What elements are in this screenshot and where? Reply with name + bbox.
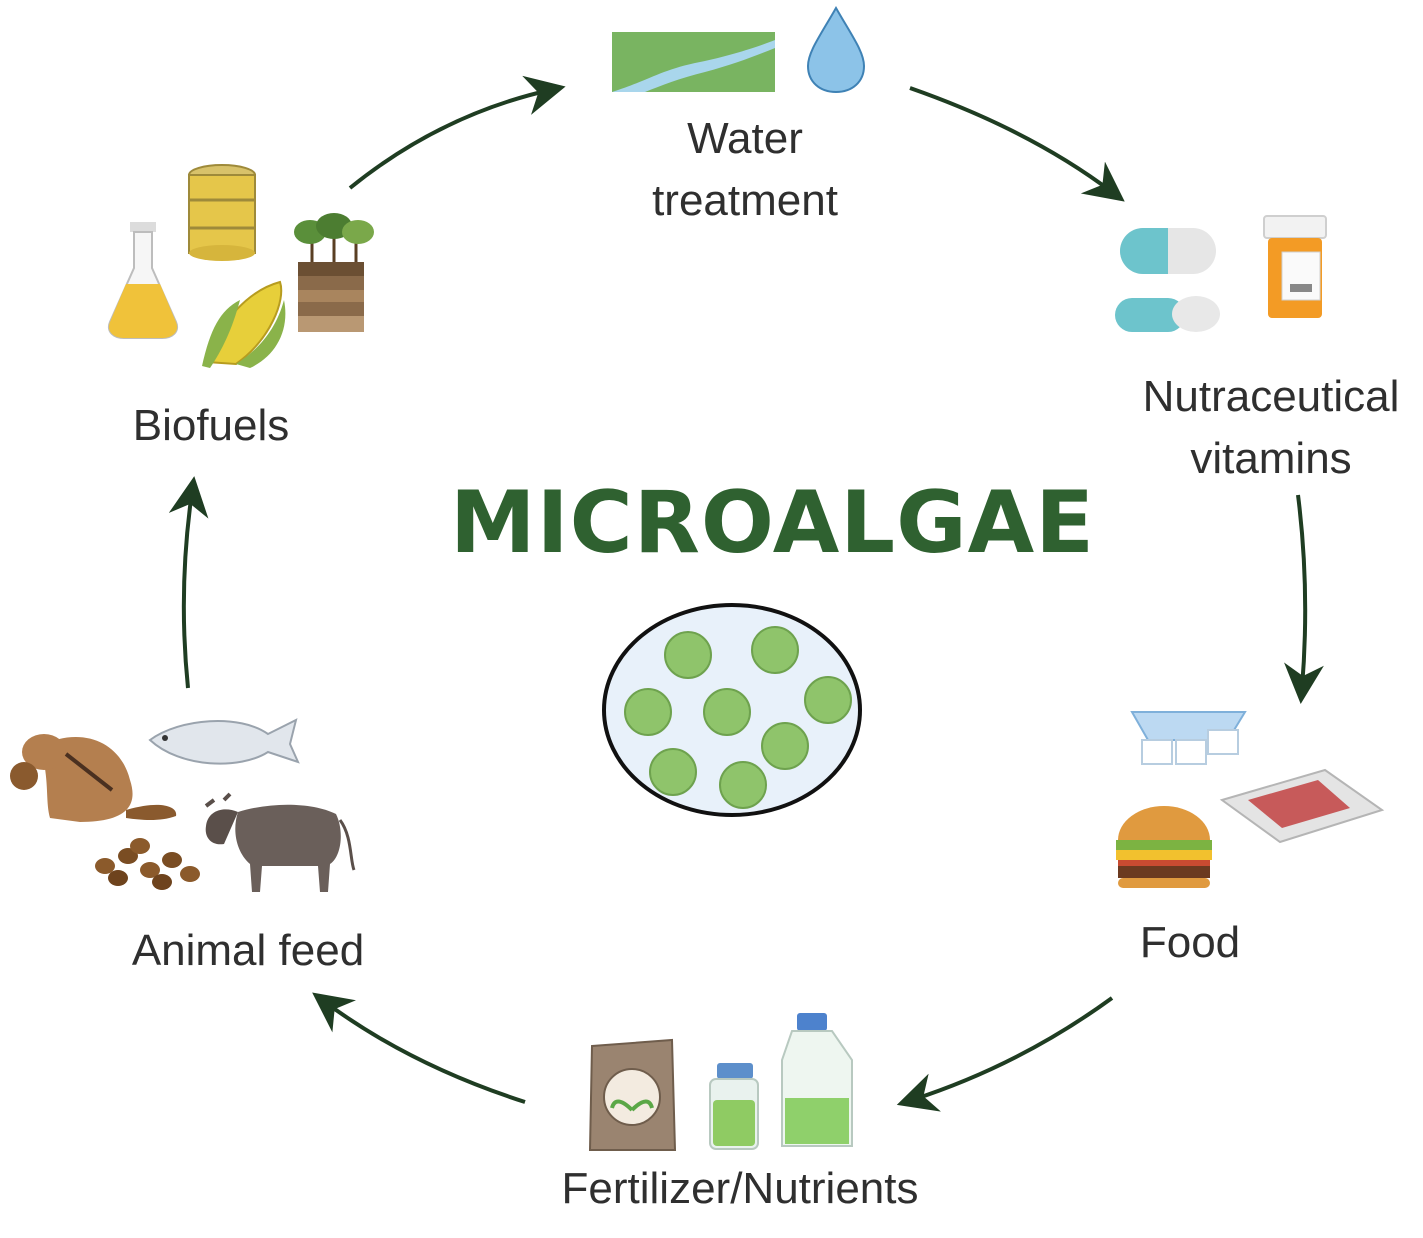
flask-icon	[108, 222, 178, 339]
soil-trees-icon	[294, 213, 374, 332]
label-water-treatment-line1: Water	[687, 114, 803, 163]
capsule-icon	[1115, 228, 1220, 332]
label-food: Food	[1100, 912, 1280, 974]
water-drop-icon	[806, 5, 866, 94]
fish-icon	[148, 718, 300, 765]
algae-cell	[664, 631, 712, 679]
algae-cell	[649, 748, 697, 796]
arrow-food-to-fertilizer	[896, 996, 1114, 1112]
feed-pellets-icon	[95, 838, 200, 890]
arrow-water-to-nutraceutical	[909, 86, 1125, 202]
label-fertilizer: Fertilizer/Nutrients	[515, 1158, 965, 1220]
label-fertilizer-line1: Fertilizer/Nutrients	[561, 1164, 919, 1213]
small-bottle-icon	[709, 1063, 759, 1150]
arrow-biofuels-to-water	[348, 75, 566, 190]
yogurt-cups-icon	[1130, 711, 1247, 765]
algae-cell	[703, 688, 751, 736]
algae-cell	[761, 722, 809, 770]
cow-icon	[204, 792, 356, 892]
river-landscape-icon	[612, 32, 775, 92]
arrow-nutraceutical-to-food	[1284, 494, 1324, 704]
fertilizer-bag-icon	[588, 1038, 677, 1151]
algae-cell	[751, 626, 799, 674]
arrow-fertilizer-to-animal-feed	[312, 992, 526, 1104]
label-water-treatment: Water treatment	[605, 108, 885, 232]
algae-cell	[804, 676, 852, 724]
algae-cell	[719, 761, 767, 809]
burger-icon	[1116, 806, 1212, 888]
chipmunk-icon	[10, 734, 177, 822]
oil-barrel-icon	[188, 164, 256, 261]
arrow-animal-feed-to-biofuels	[168, 476, 209, 689]
meat-tray-icon	[1219, 768, 1385, 844]
algae-cell	[624, 688, 672, 736]
culture-flask-icon	[781, 1013, 853, 1147]
pill-bottle-icon	[1263, 215, 1327, 318]
label-food-line1: Food	[1139, 918, 1241, 967]
label-nutraceutical-line1: Nutraceutical	[1142, 372, 1400, 421]
label-animal-feed: Animal feed	[98, 920, 398, 982]
diagram-title: MICROALGAE	[450, 473, 1095, 573]
corn-icon	[202, 280, 286, 368]
label-animal-feed-line1: Animal feed	[131, 926, 365, 975]
label-nutraceutical: Nutraceutical vitamins	[1120, 366, 1422, 490]
label-biofuels: Biofuels	[96, 395, 326, 457]
microalgae-cells-icon	[602, 603, 862, 817]
label-nutraceutical-line2: vitamins	[1190, 434, 1352, 483]
label-biofuels-line1: Biofuels	[132, 401, 290, 450]
label-water-treatment-line2: treatment	[652, 176, 838, 225]
